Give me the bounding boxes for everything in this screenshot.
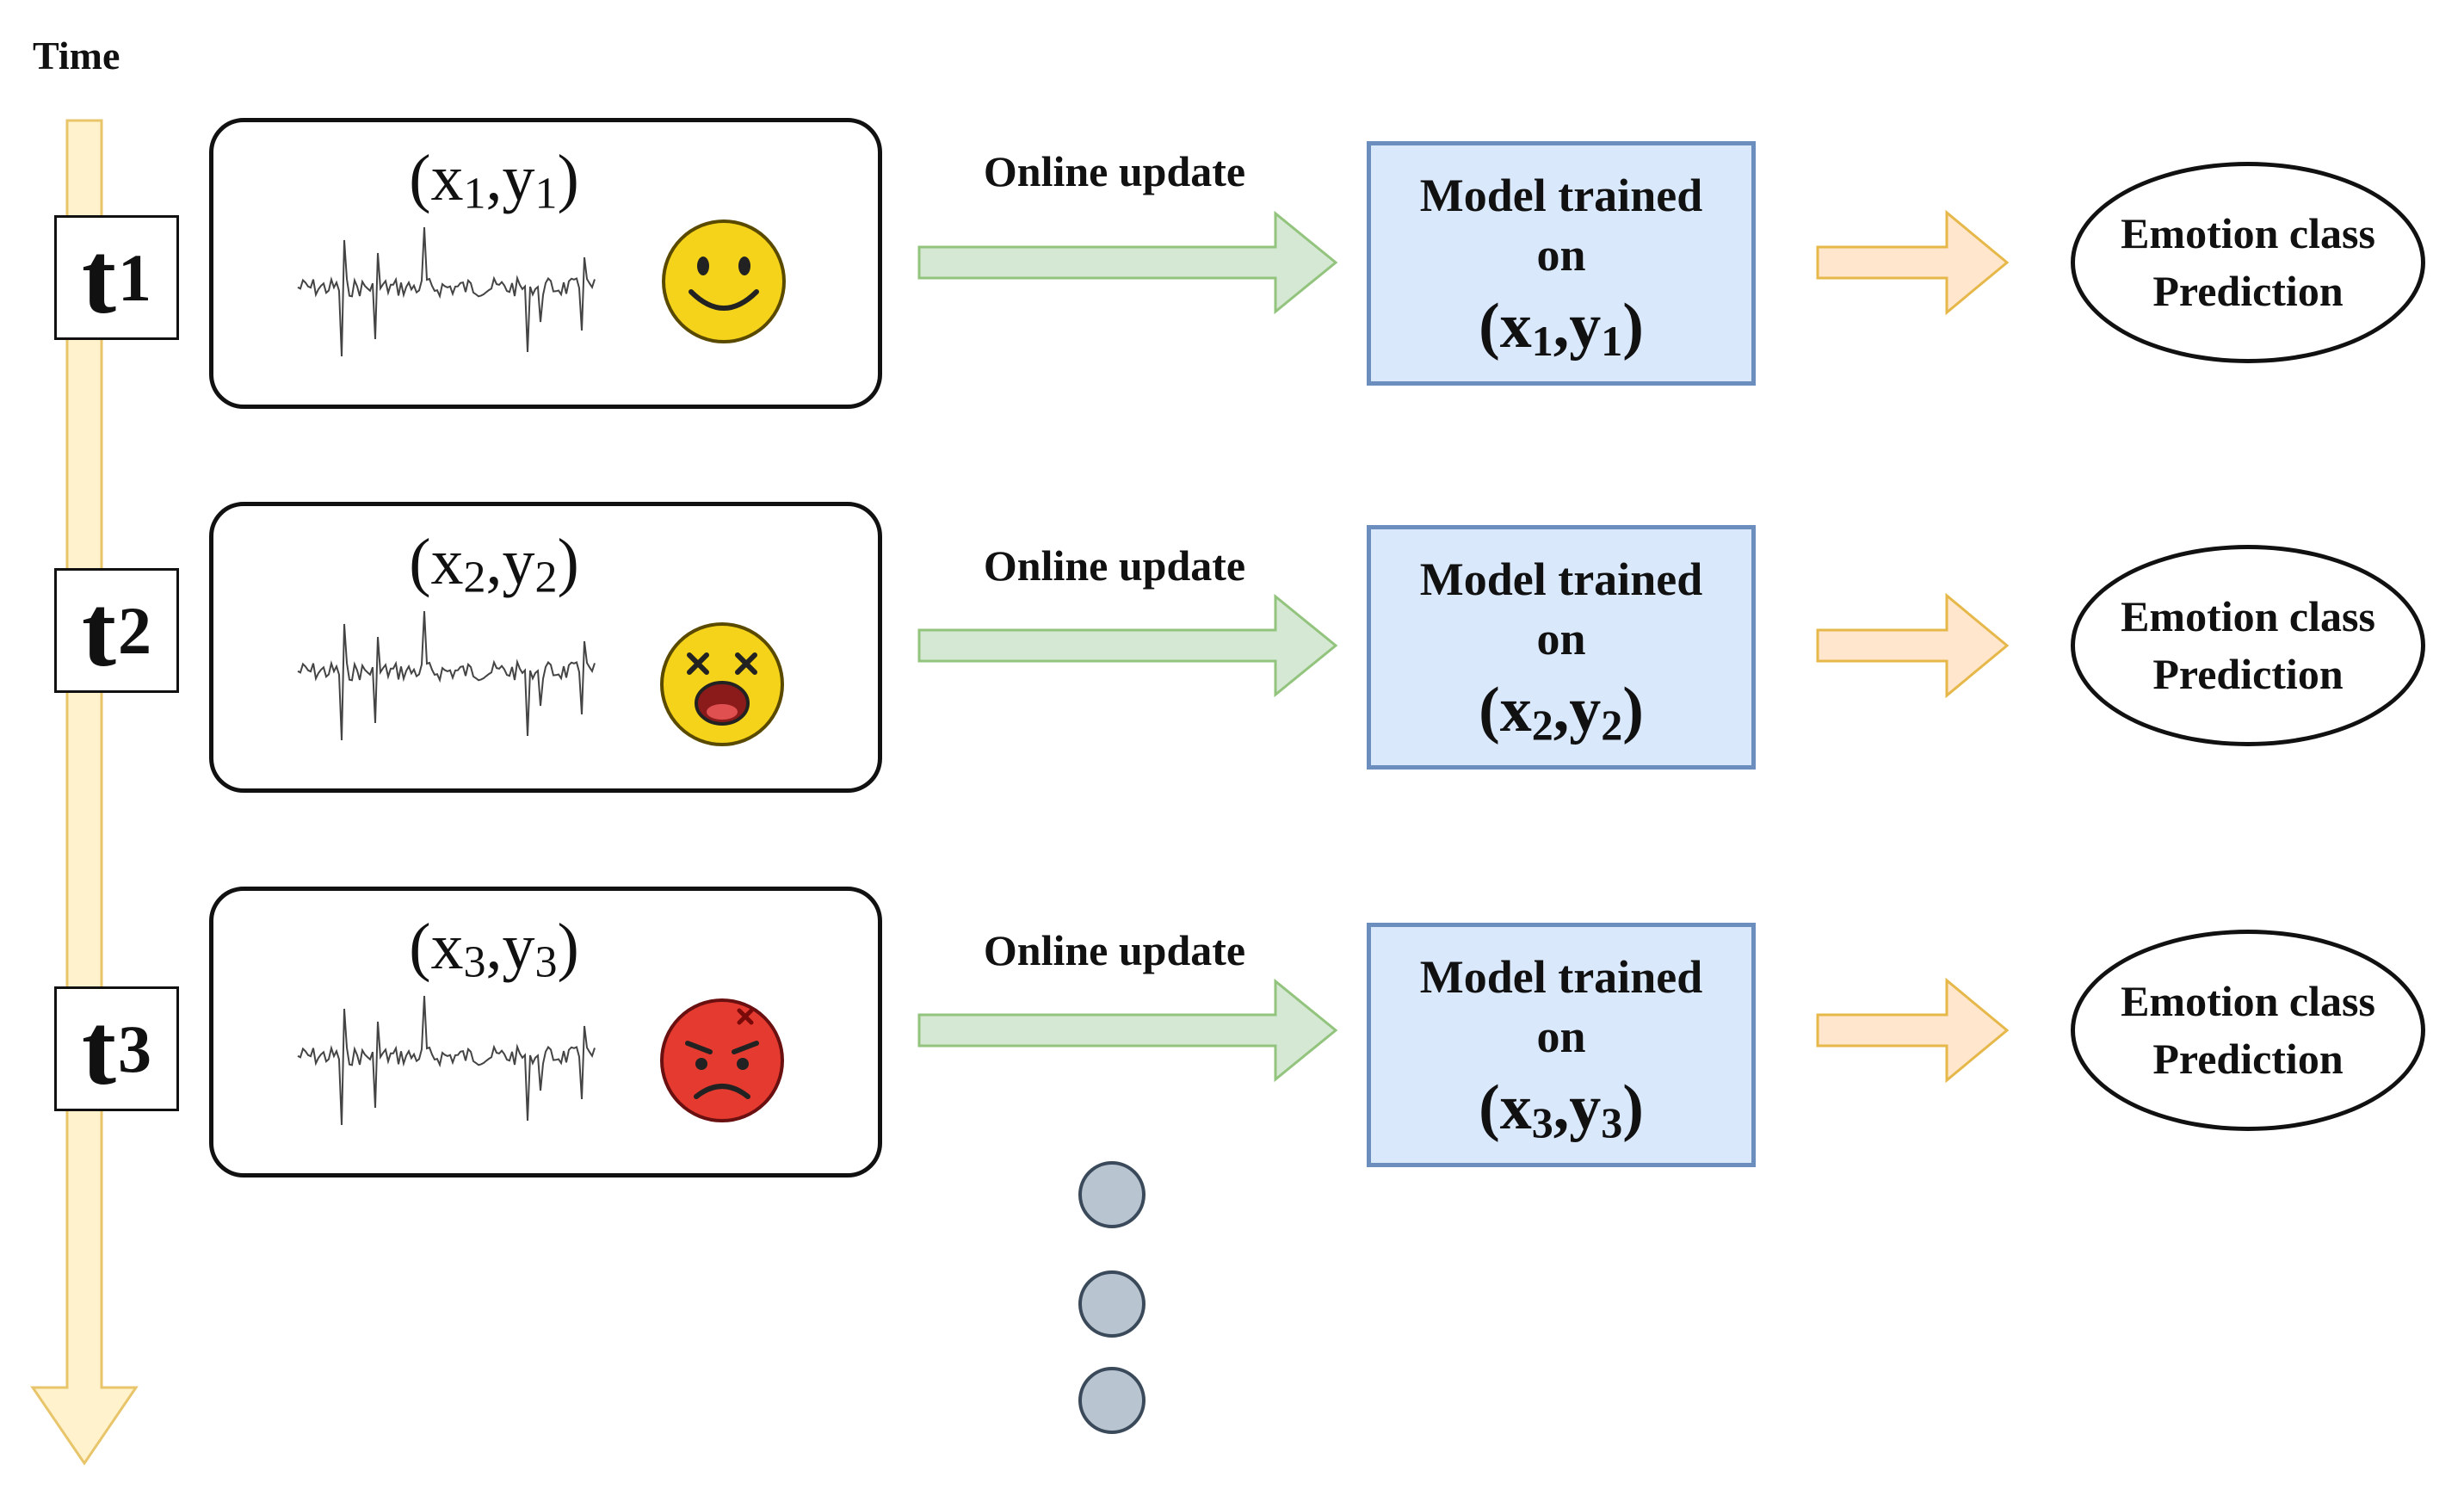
sample-pair-label: (x2,y2) (409, 526, 579, 603)
happy-face-icon (662, 219, 786, 343)
emotion-prediction-node-1: Emotion class Prediction (2071, 162, 2425, 363)
emotion-prediction-node-3: Emotion class Prediction (2071, 930, 2425, 1131)
model-box-3: Model trained on (x3,y3) (1367, 923, 1756, 1167)
vertical-ellipsis-dots-icon (1078, 1161, 1146, 1434)
eeg-signal-icon (297, 995, 596, 1126)
eeg-signal-icon (297, 610, 596, 741)
model-box-1: Model trained on (x1,y1) (1367, 141, 1756, 386)
online-update-arrows (917, 210, 1338, 1083)
online-update-arrow-1 (917, 210, 1338, 315)
prediction-arrow-3 (1816, 977, 2010, 1084)
sample-box-2: (x2,y2) (209, 502, 882, 793)
angry-face-icon (660, 998, 784, 1122)
model-box-2: Model trained on (x2,y2) (1367, 525, 1756, 770)
sample-pair-label: (x1,y1) (409, 142, 579, 219)
emotion-prediction-node-2: Emotion class Prediction (2071, 545, 2425, 746)
prediction-arrow-1 (1816, 209, 2010, 316)
sample-box-3: (x3,y3) (209, 887, 882, 1177)
eeg-signal-icon (297, 226, 596, 357)
time-label: Time (33, 34, 120, 77)
sample-pair-label: (x3,y3) (409, 911, 579, 987)
online-update-arrow-3 (917, 978, 1338, 1083)
online-update-label-3: Online update (983, 926, 1246, 974)
online-update-label-2: Online update (983, 541, 1246, 590)
prediction-arrows (1816, 209, 2010, 1084)
sample-box-1: (x1,y1) (209, 118, 882, 409)
online-update-label-1: Online update (983, 147, 1246, 195)
online-update-arrow-2 (917, 593, 1338, 698)
prediction-arrow-2 (1816, 592, 2010, 699)
shocked-face-icon (660, 622, 784, 746)
